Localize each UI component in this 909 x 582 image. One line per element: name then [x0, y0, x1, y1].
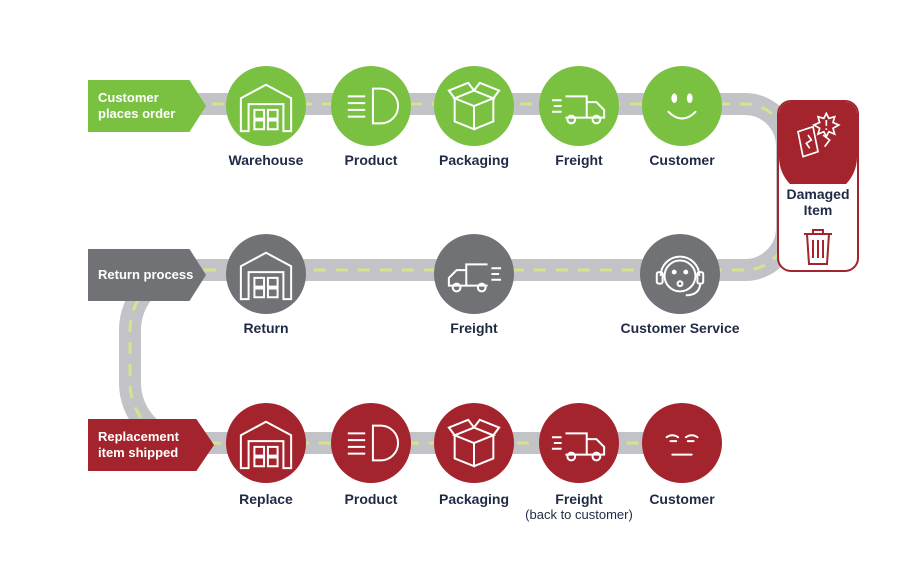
step-replace-packaging — [434, 403, 514, 483]
broken-item-icon — [797, 111, 841, 158]
box-icon — [445, 77, 503, 135]
step-replace — [226, 403, 306, 483]
headlight-icon — [342, 414, 400, 472]
damaged-item-card: Damaged Item — [777, 100, 859, 272]
step-freight — [539, 66, 619, 146]
step-warehouse-label: Warehouse — [228, 152, 304, 168]
truck-icon — [550, 414, 608, 472]
step-packaging — [434, 66, 514, 146]
damaged-item-label: Damaged Item — [779, 184, 857, 218]
trash-bin-icon — [804, 229, 832, 265]
return-process-tag: Return process — [88, 249, 206, 301]
return-process-tag-text: Return process — [98, 267, 194, 282]
step-return — [226, 234, 306, 314]
step-return-freight — [434, 234, 514, 314]
step-replace-customer-label: Customer — [649, 491, 715, 507]
step-customer-label: Customer — [649, 152, 715, 168]
replacement-shipped-tag-text: Replacement item shipped — [98, 429, 179, 460]
step-replace-product — [331, 403, 411, 483]
step-replace-freight-title: Freight — [555, 491, 603, 507]
happy-face-icon — [653, 93, 711, 135]
step-return-label: Return — [243, 320, 289, 336]
step-replace-customer — [642, 403, 722, 483]
headlight-icon — [342, 77, 400, 135]
step-return-freight-label: Freight — [450, 320, 498, 336]
start-tag: Customer places order — [88, 80, 206, 132]
step-packaging-label: Packaging — [438, 152, 510, 168]
step-warehouse — [226, 66, 306, 146]
step-customer-service-label: Customer Service — [620, 320, 740, 336]
step-replace-freight-label: Freight (back to customer) — [499, 491, 659, 523]
step-product — [331, 66, 411, 146]
truck-icon — [550, 77, 608, 135]
warehouse-icon — [237, 77, 295, 135]
warehouse-icon — [237, 414, 295, 472]
box-icon — [445, 414, 503, 472]
warehouse-icon — [237, 245, 295, 303]
unhappy-face-icon — [653, 414, 711, 472]
step-replace-freight-sublabel: (back to customer) — [525, 507, 633, 522]
start-tag-text: Customer places order — [98, 90, 176, 121]
step-replace-product-label: Product — [344, 491, 398, 507]
step-freight-label: Freight — [555, 152, 603, 168]
damaged-item-badge — [779, 102, 857, 196]
step-customer — [642, 66, 722, 146]
headset-agent-icon — [651, 245, 709, 303]
step-replace-label: Replace — [239, 491, 293, 507]
step-product-label: Product — [344, 152, 398, 168]
replacement-shipped-tag: Replacement item shipped — [88, 419, 214, 471]
step-replace-freight — [539, 403, 619, 483]
step-replace-packaging-label: Packaging — [438, 491, 510, 507]
step-customer-service — [640, 234, 720, 314]
truck-icon — [445, 245, 503, 303]
